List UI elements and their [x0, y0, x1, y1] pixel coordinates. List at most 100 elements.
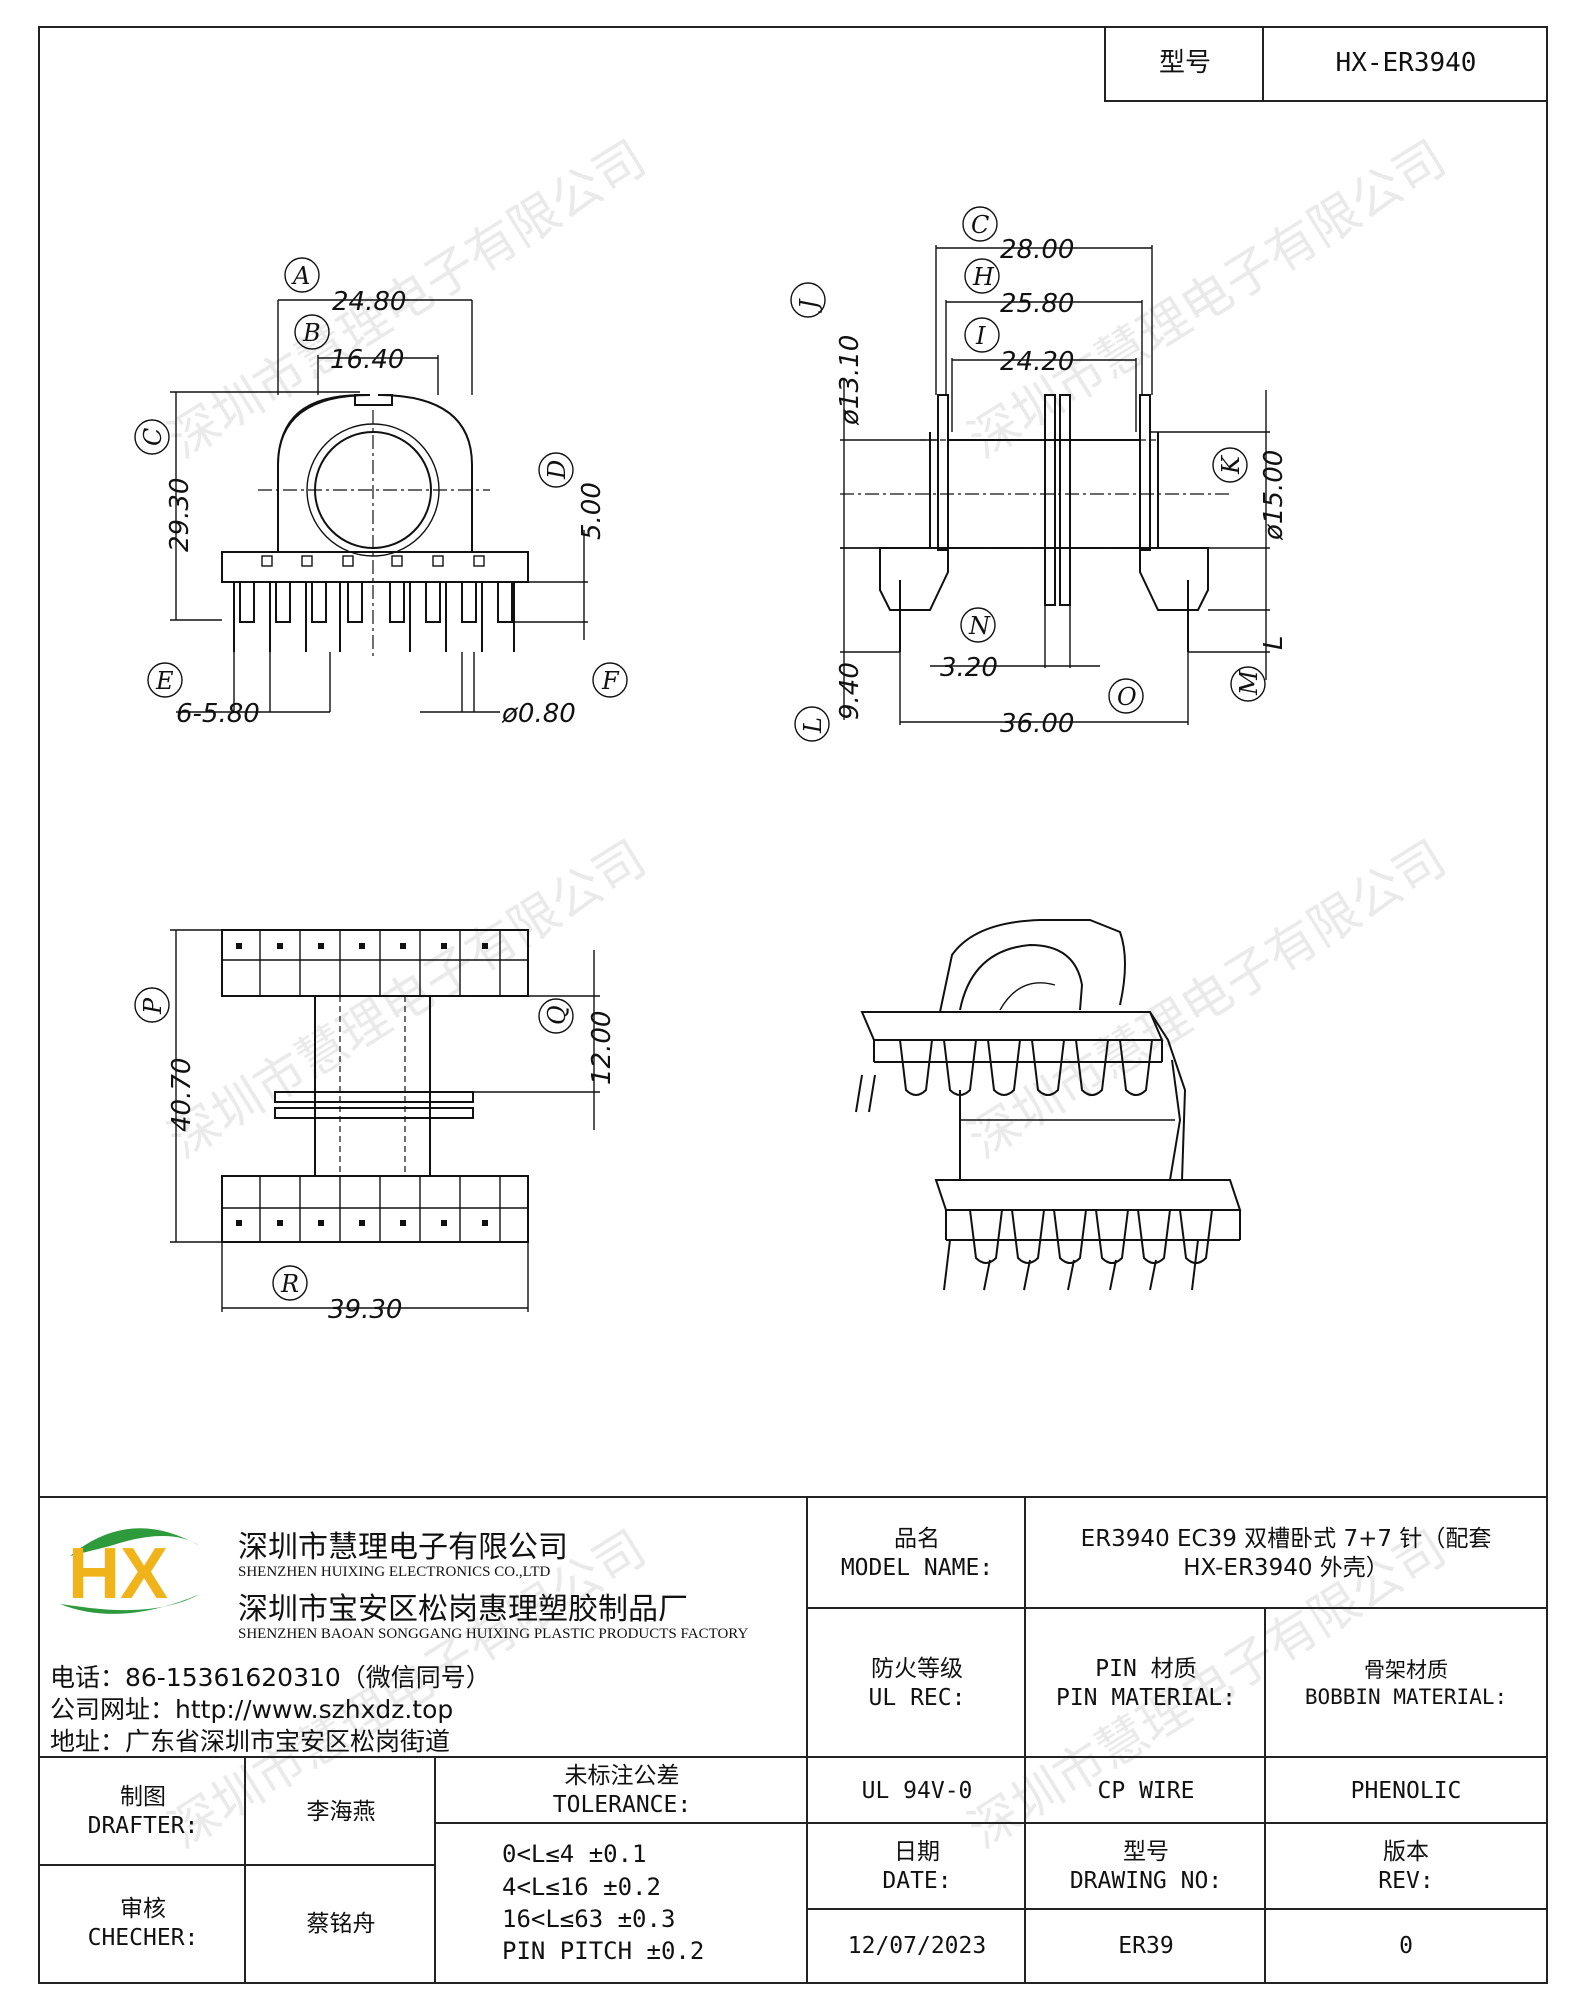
bobbin-material-label-cell: 骨架材质 BOBBIN MATERIAL:	[1264, 1607, 1548, 1758]
tolerance-en: TOLERANCE:	[552, 1792, 692, 1818]
model-name-value-line2: HX-ER3940 外壳）	[1183, 1554, 1389, 1581]
technical-drawing: 24.80 A 16.40 B 29.30 C 5.00 D 6-5.80 E	[134, 206, 1289, 1325]
checker-name: 蔡铭舟	[306, 1910, 376, 1937]
pin-material-en: PIN MATERIAL:	[1055, 1684, 1236, 1711]
tolerance-line: 0<L≤4 ±0.1	[502, 1840, 647, 1869]
header-model-value: HX-ER3940	[1262, 26, 1548, 102]
hx-logo: HX	[60, 1528, 200, 1614]
model-name-value-cell: ER3940 EC39 双槽卧式 7+7 针（配套 HX-ER3940 外壳）	[1024, 1496, 1548, 1609]
date-value-cell: 12/07/2023	[806, 1908, 1026, 1984]
dim-E-value: 6-5.80	[176, 699, 260, 729]
dim-N-value: 3.20	[940, 653, 998, 683]
date-label-cell: 日期 DATE:	[806, 1822, 1026, 1910]
dim-P-value: 40.70	[167, 1058, 197, 1132]
label-L: L	[799, 717, 827, 734]
drafter-label-cell: 制图 DRAFTER:	[38, 1756, 246, 1866]
ul-label-cell: 防火等级 UL REC:	[806, 1607, 1026, 1758]
rev-cn: 版本	[1383, 1839, 1429, 1866]
header-model-label-text: 型号	[1158, 47, 1211, 78]
tolerance-line: 16<L≤63 ±0.3	[502, 1905, 676, 1933]
isometric-view	[855, 919, 1242, 1291]
dim-C-side-value: 28.00	[1000, 235, 1074, 265]
label-C-side: C	[971, 211, 989, 239]
bobbin-material-en: BOBBIN MATERIAL:	[1304, 1684, 1508, 1709]
company-name-en: SHENZHEN HUIXING ELECTRONICS CO.,LTD	[238, 1564, 551, 1580]
date-en: DATE:	[882, 1868, 952, 1894]
pin-material-label-cell: PIN 材质 PIN MATERIAL:	[1024, 1607, 1266, 1758]
logo-text: HX	[68, 1534, 168, 1614]
header-model-label: 型号	[1104, 26, 1264, 102]
header-model-value-text: HX-ER3940	[1335, 47, 1477, 78]
label-C: C	[139, 428, 167, 446]
dim-O-value: 36.00	[1000, 709, 1074, 739]
dim-L-letter: L	[1259, 636, 1289, 651]
drawing-no-value: ER39	[1118, 1932, 1174, 1959]
bobbin-material-cn: 骨架材质	[1364, 1658, 1448, 1683]
tolerance-values-cell: 0<L≤4 ±0.1 4<L≤16 ±0.2 16<L≤63 ±0.3 PIN …	[434, 1822, 808, 1984]
checker-name-cell: 蔡铭舟	[244, 1864, 436, 1984]
tolerance-cn: 未标注公差	[564, 1763, 680, 1790]
model-name-cn: 品名	[894, 1525, 940, 1552]
dim-F-value: ø0.80	[501, 699, 576, 729]
drafter-cn: 制图	[120, 1784, 166, 1811]
model-name-label-cell: 品名 MODEL NAME:	[806, 1496, 1026, 1609]
label-J: J	[795, 298, 823, 314]
company-name-cn: 深圳市慧理电子有限公司	[238, 1530, 568, 1565]
tolerance-line: PIN PITCH ±0.2	[502, 1937, 705, 1966]
label-H: H	[972, 263, 995, 291]
dim-R-value: 39.30	[328, 1295, 402, 1325]
label-M: M	[1235, 669, 1263, 696]
ul-en: UL REC:	[868, 1684, 966, 1711]
rev-value: 0	[1399, 1932, 1413, 1959]
label-R: R	[280, 1270, 299, 1298]
dim-I-value: 24.20	[1000, 347, 1074, 377]
checker-cn: 审核	[120, 1896, 166, 1923]
company-website: 公司网址：http://www.szhxdz.top	[50, 1695, 454, 1724]
dim-H-value: 25.80	[1000, 289, 1074, 319]
drawing-no-label-cell: 型号 DRAWING NO:	[1024, 1822, 1266, 1910]
label-D: D	[543, 460, 571, 480]
dim-D-value: 5.00	[577, 482, 607, 540]
dim-L-value: 9.40	[835, 662, 865, 720]
dim-Q-value: 12.00	[587, 1011, 617, 1085]
drafter-name-cell: 李海燕	[244, 1756, 436, 1866]
factory-name-en: SHENZHEN BAOAN SONGGANG HUIXING PLASTIC …	[238, 1626, 749, 1642]
label-F: F	[601, 667, 620, 695]
drafter-name: 李海燕	[306, 1798, 376, 1825]
company-address: 地址：广东省深圳市宝安区松岗街道	[50, 1727, 451, 1756]
label-I: I	[975, 322, 986, 350]
drawing-no-cn: 型号	[1123, 1839, 1169, 1866]
drawing-no-en: DRAWING NO:	[1069, 1868, 1223, 1894]
label-P: P	[139, 997, 167, 1015]
tolerance-line: 4<L≤16 ±0.2	[502, 1872, 661, 1901]
drawing-no-value-cell: ER39	[1024, 1908, 1266, 1984]
dim-B-value: 16.40	[330, 345, 404, 375]
rev-label-cell: 版本 REV:	[1264, 1822, 1548, 1910]
model-name-value-line1: ER3940 EC39 双槽卧式 7+7 针（配套	[1080, 1525, 1492, 1552]
dim-J-value: ø13.10	[835, 335, 865, 426]
checker-label-cell: 审核 CHECHER:	[38, 1864, 246, 1984]
title-block-top-border	[38, 1496, 1548, 1498]
dim-C-value: 29.30	[165, 478, 195, 552]
tolerance-label-cell: 未标注公差 TOLERANCE:	[434, 1756, 808, 1824]
dim-A-value: 24.80	[332, 287, 406, 317]
company-block: HX 深圳市慧理电子有限公司 SHENZHEN HUIXING ELECTRON…	[40, 1498, 808, 1756]
label-B: B	[302, 319, 321, 347]
drafter-en: DRAFTER:	[87, 1813, 199, 1839]
side-view: 28.00 C 25.80 H 24.20 I ø13.10 J ø15.00 …	[790, 206, 1289, 742]
ul-value-cell: UL 94V-0	[806, 1756, 1026, 1824]
date-cn: 日期	[894, 1839, 940, 1866]
label-N: N	[968, 612, 991, 640]
bobbin-value: PHENOLIC	[1350, 1777, 1462, 1804]
rev-en: REV:	[1378, 1868, 1434, 1894]
label-Q: Q	[543, 1005, 571, 1025]
pin-value-cell: CP WIRE	[1024, 1756, 1266, 1824]
date-value: 12/07/2023	[847, 1932, 987, 1959]
dim-K-value: ø15.00	[1259, 450, 1289, 541]
bottom-view: 40.70 P 12.00 Q 39.30 R	[134, 929, 617, 1325]
model-name-en: MODEL NAME:	[840, 1554, 994, 1581]
pin-material-cn: PIN 材质	[1095, 1655, 1197, 1682]
label-K: K	[1217, 454, 1245, 475]
label-E: E	[155, 667, 174, 695]
rev-value-cell: 0	[1264, 1908, 1548, 1984]
